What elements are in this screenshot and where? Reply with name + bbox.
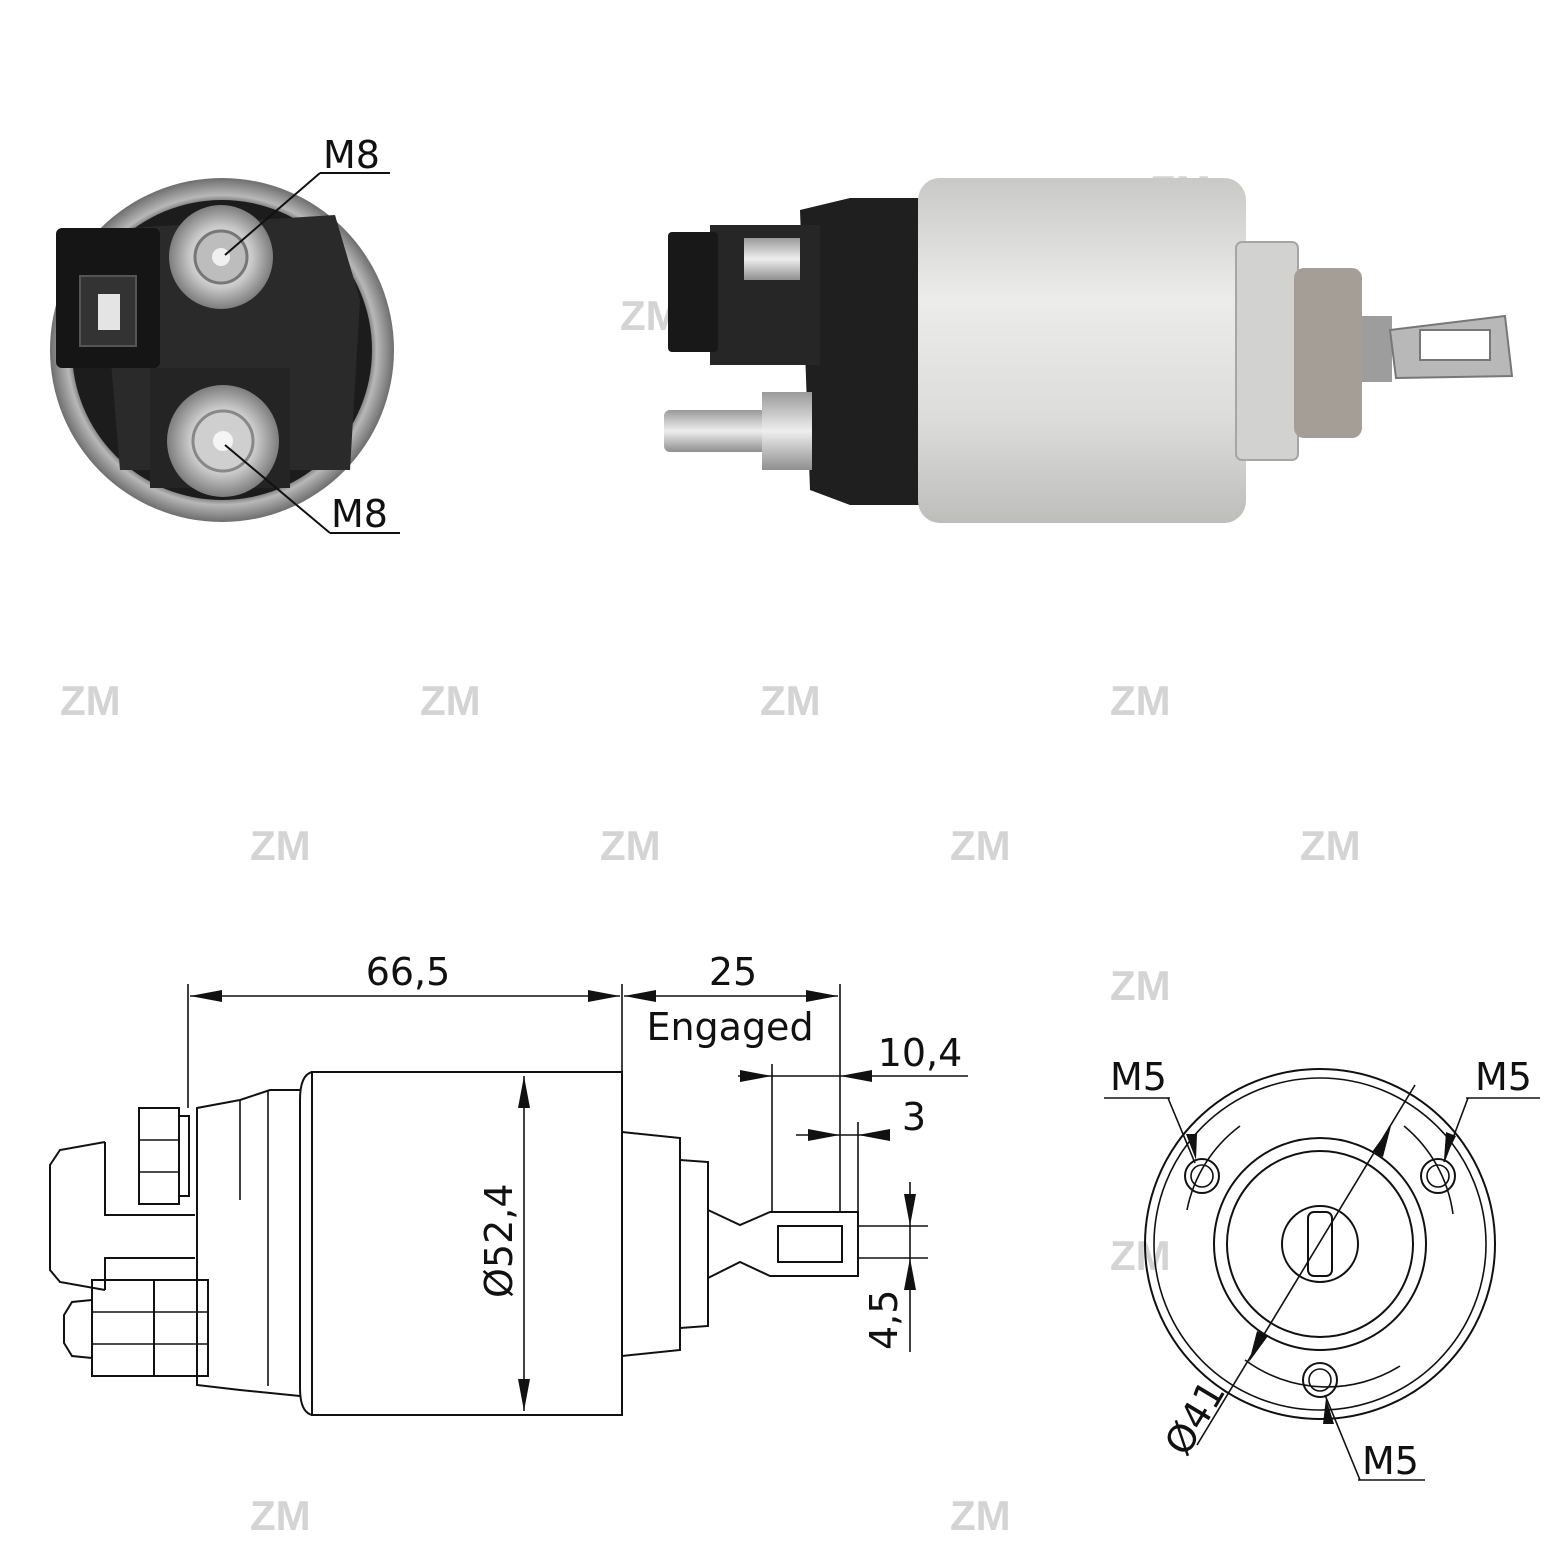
callout-line-bottom <box>224 444 331 534</box>
watermark-text: ZM <box>950 1492 1011 1539</box>
hole-right <box>1420 1158 1456 1194</box>
hole-left-inner <box>1190 1164 1214 1188</box>
stud-bottom-thread <box>664 410 774 452</box>
cap-body <box>800 198 930 505</box>
housing-flange <box>1235 241 1299 461</box>
dim-note-engaged: Engaged <box>646 1005 813 1049</box>
housing-shell <box>918 178 1246 523</box>
callout-line-top <box>224 172 321 256</box>
nut-bottom-a <box>91 1279 155 1377</box>
dim-label-bolt-circle: Ø41 <box>1156 1373 1234 1463</box>
flange-inner-edge <box>1153 1077 1487 1411</box>
housing-outline <box>311 1071 623 1416</box>
stud-top-center <box>212 248 230 266</box>
drawing-side-view: 66,5 25 Engaged 10,4 3 4,5 Ø52,4 <box>49 950 968 1416</box>
watermark-text: ZM <box>250 822 311 869</box>
arrow <box>740 1070 772 1082</box>
arrow <box>904 1194 916 1226</box>
connector-top <box>104 1142 195 1216</box>
nut-bottom-b <box>153 1279 209 1377</box>
callout-label-bottom: M8 <box>331 492 388 536</box>
plunger-slot <box>1307 1211 1333 1277</box>
hole-right-inner <box>1426 1164 1450 1188</box>
arrow <box>1323 1398 1334 1424</box>
hole-label-left: M5 <box>1110 1055 1167 1099</box>
photo-side-view <box>664 178 1514 523</box>
arrow <box>588 990 620 1002</box>
dim-label-length: 66,5 <box>366 950 451 994</box>
watermark-text: ZM <box>1110 1232 1171 1279</box>
housing-left-edge <box>299 1071 313 1416</box>
leader-left <box>1167 1097 1196 1164</box>
hole-bottom <box>1302 1362 1338 1398</box>
arrow <box>858 1129 890 1141</box>
arrow <box>808 1129 840 1141</box>
watermark-text: ZM <box>250 1492 311 1539</box>
watermark-text: ZM <box>60 677 121 724</box>
hole-label-bottom: M5 <box>1362 1439 1419 1483</box>
stud-bottom-center <box>213 431 233 451</box>
arrow <box>1372 1126 1391 1157</box>
hole-label-right: M5 <box>1475 1055 1532 1099</box>
watermark-text: ZM <box>1300 822 1361 869</box>
cap-outline <box>196 1089 301 1397</box>
connector-pin <box>98 294 120 330</box>
washer-top <box>178 1115 190 1197</box>
arrow <box>1186 1134 1197 1160</box>
arrow <box>1249 1331 1268 1362</box>
arrow <box>806 990 838 1002</box>
watermark-text: ZM <box>1110 962 1171 1009</box>
watermark-text: ZM <box>760 677 821 724</box>
nose-step-2 <box>679 1159 709 1329</box>
arrow <box>840 1070 872 1082</box>
stud-top-thread <box>744 238 800 280</box>
nut-top <box>138 1107 180 1205</box>
bolt-circle-arc <box>1244 1359 1401 1388</box>
bolt-circle-arc <box>1186 1125 1241 1211</box>
cap-connector <box>668 232 718 352</box>
boss-inner <box>1226 1150 1414 1338</box>
arrow <box>518 1379 530 1411</box>
dim-label-lug-tip: 3 <box>902 1095 926 1139</box>
stud-bottom-nut <box>762 392 812 470</box>
arrow <box>190 990 222 1002</box>
connector-outline <box>49 1141 106 1291</box>
stud-bottom-thread <box>63 1299 93 1359</box>
callout-label-top: M8 <box>323 133 380 177</box>
nose-step-1 <box>621 1131 681 1357</box>
plunger-lug-slot <box>1419 329 1491 361</box>
dim-label-lug-length: 10,4 <box>878 1031 963 1075</box>
watermark-text: ZM <box>600 822 661 869</box>
hole-bottom-inner <box>1308 1368 1332 1392</box>
plunger-center <box>1281 1205 1359 1283</box>
arrow <box>518 1076 530 1108</box>
dim-label-lug-width: 4,5 <box>862 1290 906 1350</box>
hole-left <box>1184 1158 1220 1194</box>
boss-outer <box>1213 1137 1427 1351</box>
photo-end-view: M8 M8 <box>50 133 400 536</box>
flange-outer <box>1144 1068 1496 1420</box>
arrow <box>904 1258 916 1290</box>
watermark-text: ZM <box>950 822 1011 869</box>
dim-label-diameter: Ø52,4 <box>477 1183 521 1298</box>
arrow <box>1444 1132 1456 1160</box>
connector-bottom <box>104 1257 195 1290</box>
watermark-text: ZM <box>1110 677 1171 724</box>
watermark-text: ZM <box>420 677 481 724</box>
plunger-lug-slot <box>777 1225 843 1263</box>
leader-bottom <box>1324 1394 1361 1481</box>
dim-label-stroke: 25 <box>709 950 757 994</box>
arrow <box>624 990 656 1002</box>
plunger-body <box>1294 268 1362 438</box>
plunger-lug <box>707 1209 859 1279</box>
plunger-neck <box>1362 316 1392 382</box>
